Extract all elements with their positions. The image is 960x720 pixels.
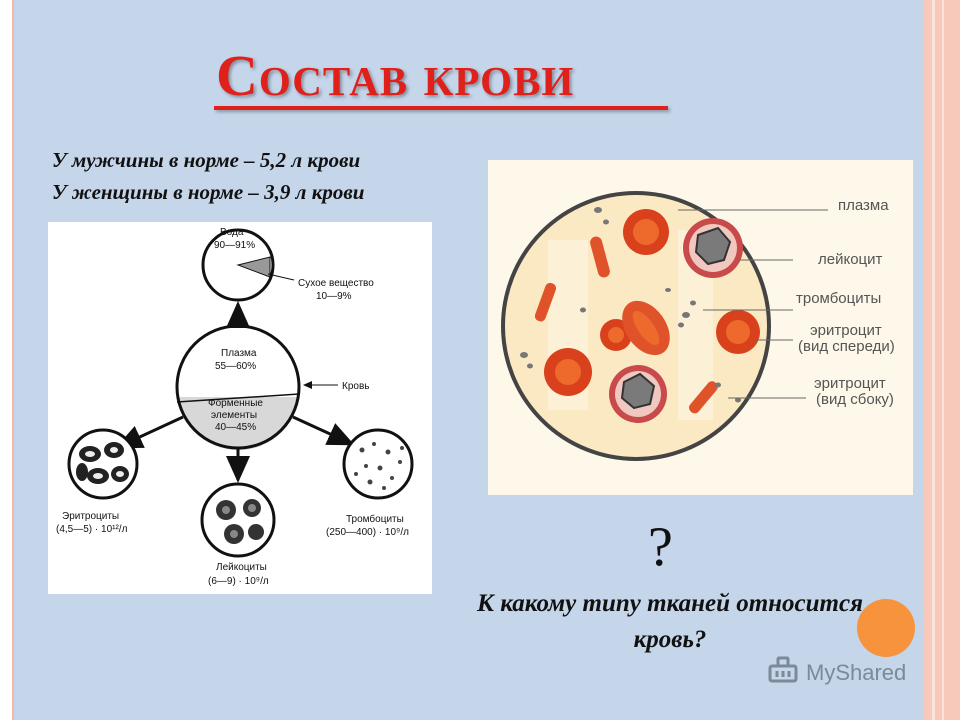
water-circle: Вода 90—91% [201, 227, 275, 302]
plasma-value: 55—60% [215, 361, 256, 372]
accent-circle [857, 599, 915, 657]
erythrocytes-label: Эритроциты [62, 511, 119, 522]
platelets-circle [342, 428, 414, 500]
erythrocyte-front [544, 209, 760, 396]
water-value: 90—91% [214, 240, 255, 251]
leukocytes-value: (6—9) · 10⁹/л [208, 576, 269, 587]
platelets-value: (250—400) · 10⁹/л [326, 527, 409, 538]
norm-male-text: У мужчины в норме – 5,2 л крови [52, 148, 361, 172]
platelets-label: Тромбоциты [346, 513, 404, 525]
dry-matter-value: 10—9% [316, 291, 352, 302]
myshared-watermark[interactable]: MyShared [768, 656, 906, 689]
label-erythrocyte-side-2: (вид сбоку) [816, 391, 894, 408]
myshared-logo-icon [768, 656, 800, 689]
blood-micrograph: плазма лейкоцит тромбоциты эритроцит (ви… [488, 160, 913, 495]
plasma-label: Плазма [221, 348, 257, 359]
blood-composition-diagram: Вода 90—91% Сухое вещество 10—9% Плазма … [48, 222, 432, 594]
leukocytes-circle [200, 482, 276, 558]
blood-circle: Плазма 55—60% Форменные элементы 40—45% [175, 324, 301, 451]
question-text: К какому типу тканей относится кровь? [477, 590, 863, 653]
formed-value: 40—45% [215, 422, 256, 433]
label-plasma: плазма [838, 197, 889, 214]
slide-right-border [924, 0, 960, 720]
erythrocyte-side [534, 236, 718, 414]
question-mark: ? [648, 516, 673, 578]
label-platelets: тромбоциты [796, 290, 881, 307]
myshared-text: MyShared [806, 659, 907, 685]
title-underline [214, 106, 668, 110]
water-label: Вода [220, 227, 244, 238]
formed-label-1: Форменные [208, 398, 263, 409]
label-erythrocyte-front-1: эритроцит [810, 322, 882, 339]
platelet-cells [520, 207, 741, 403]
label-erythrocyte-front-2: (вид спереди) [798, 338, 895, 355]
blood-label: Кровь [342, 381, 369, 392]
slide-title: Состав крови [216, 43, 575, 108]
norm-female-text: У женщины в норме – 3,9 л крови [52, 180, 365, 204]
erythrocytes-value: (4,5—5) · 10¹²/л [56, 524, 128, 535]
leukocytes-label: Лейкоциты [216, 562, 267, 573]
dry-matter-label: Сухое вещество [298, 278, 374, 289]
erythrocytes-circle [67, 428, 139, 500]
label-erythrocyte-side-1: эритроцит [814, 375, 886, 392]
label-leukocyte: лейкоцит [818, 251, 883, 268]
leukocyte-cells [609, 218, 743, 423]
formed-label-2: элементы [211, 410, 257, 421]
